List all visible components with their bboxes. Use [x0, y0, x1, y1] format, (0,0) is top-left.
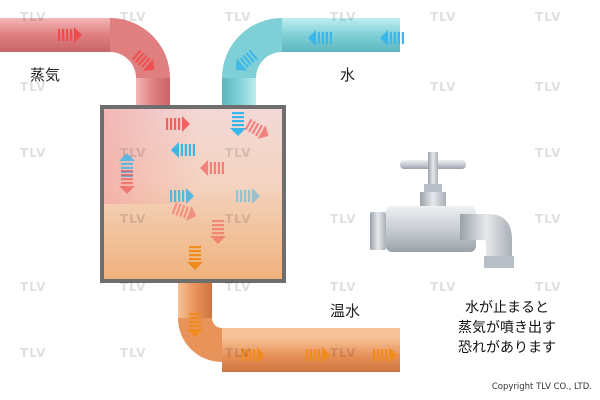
watermark: TLV	[330, 212, 357, 226]
arrow-icon	[200, 160, 224, 176]
steam-label: 蒸気	[30, 66, 61, 84]
arrow-icon	[131, 49, 155, 71]
watermark: TLV	[225, 10, 252, 24]
arrow-icon	[244, 118, 269, 139]
arrow-icon	[187, 313, 203, 337]
copyright-text: Copyright TLV CO., LTD.	[491, 382, 592, 392]
warning-note: 水が止まると 蒸気が噴き出す 恐れがあります	[432, 298, 582, 358]
watermark: TLV	[20, 10, 47, 24]
arrow-icon	[166, 116, 190, 132]
watermark: TLV	[535, 280, 562, 294]
watermark: TLV	[120, 280, 147, 294]
watermark: TLV	[20, 146, 47, 160]
arrow-icon	[236, 188, 260, 204]
watermark: TLV	[225, 146, 252, 160]
arrow-icon	[187, 246, 203, 270]
watermark: TLV	[20, 346, 47, 360]
watermark: TLV	[430, 280, 457, 294]
watermark: TLV	[430, 10, 457, 24]
watermark: TLV	[330, 346, 357, 360]
watermark: TLV	[120, 212, 147, 226]
watermark: TLV	[535, 212, 562, 226]
hot-water-pipe	[178, 278, 400, 372]
arrow-icon	[171, 202, 197, 221]
watermark: TLV	[535, 80, 562, 94]
water-pipe	[222, 18, 400, 112]
watermark: TLV	[20, 80, 47, 94]
arrow-icon	[380, 30, 404, 46]
warning-line-2: 蒸気が噴き出す	[458, 320, 556, 336]
watermark: TLV	[330, 10, 357, 24]
arrow-icon	[241, 347, 265, 363]
watermark: TLV	[225, 346, 252, 360]
hot-water-label: 温水	[330, 302, 361, 320]
arrow-icon	[170, 188, 194, 204]
arrow-icon	[235, 49, 259, 71]
watermark: TLV	[330, 280, 357, 294]
flow-arrows	[58, 27, 404, 363]
watermark: TLV	[430, 80, 457, 94]
faucet-icon	[370, 152, 514, 400]
arrow-icon	[308, 30, 332, 46]
warning-line-1: 水が止まると	[465, 300, 549, 316]
arrow-icon	[230, 112, 246, 136]
water-label: 水	[340, 66, 356, 84]
steam-pipe	[0, 18, 170, 112]
arrow-icon	[171, 142, 195, 158]
watermark: TLV	[120, 146, 147, 160]
arrow-icon	[58, 27, 82, 43]
watermark: TLV	[20, 280, 47, 294]
watermark: TLV	[120, 10, 147, 24]
arrow-icon	[210, 220, 226, 244]
watermark: TLV	[535, 146, 562, 160]
arrow-icon	[119, 170, 135, 194]
arrow-icon	[306, 347, 330, 363]
warning-line-3: 恐れがあります	[458, 340, 556, 356]
watermark: TLV	[225, 212, 252, 226]
watermark: TLV	[120, 346, 147, 360]
watermark: TLV	[535, 10, 562, 24]
arrow-icon	[373, 347, 397, 363]
watermark: TLV	[225, 280, 252, 294]
